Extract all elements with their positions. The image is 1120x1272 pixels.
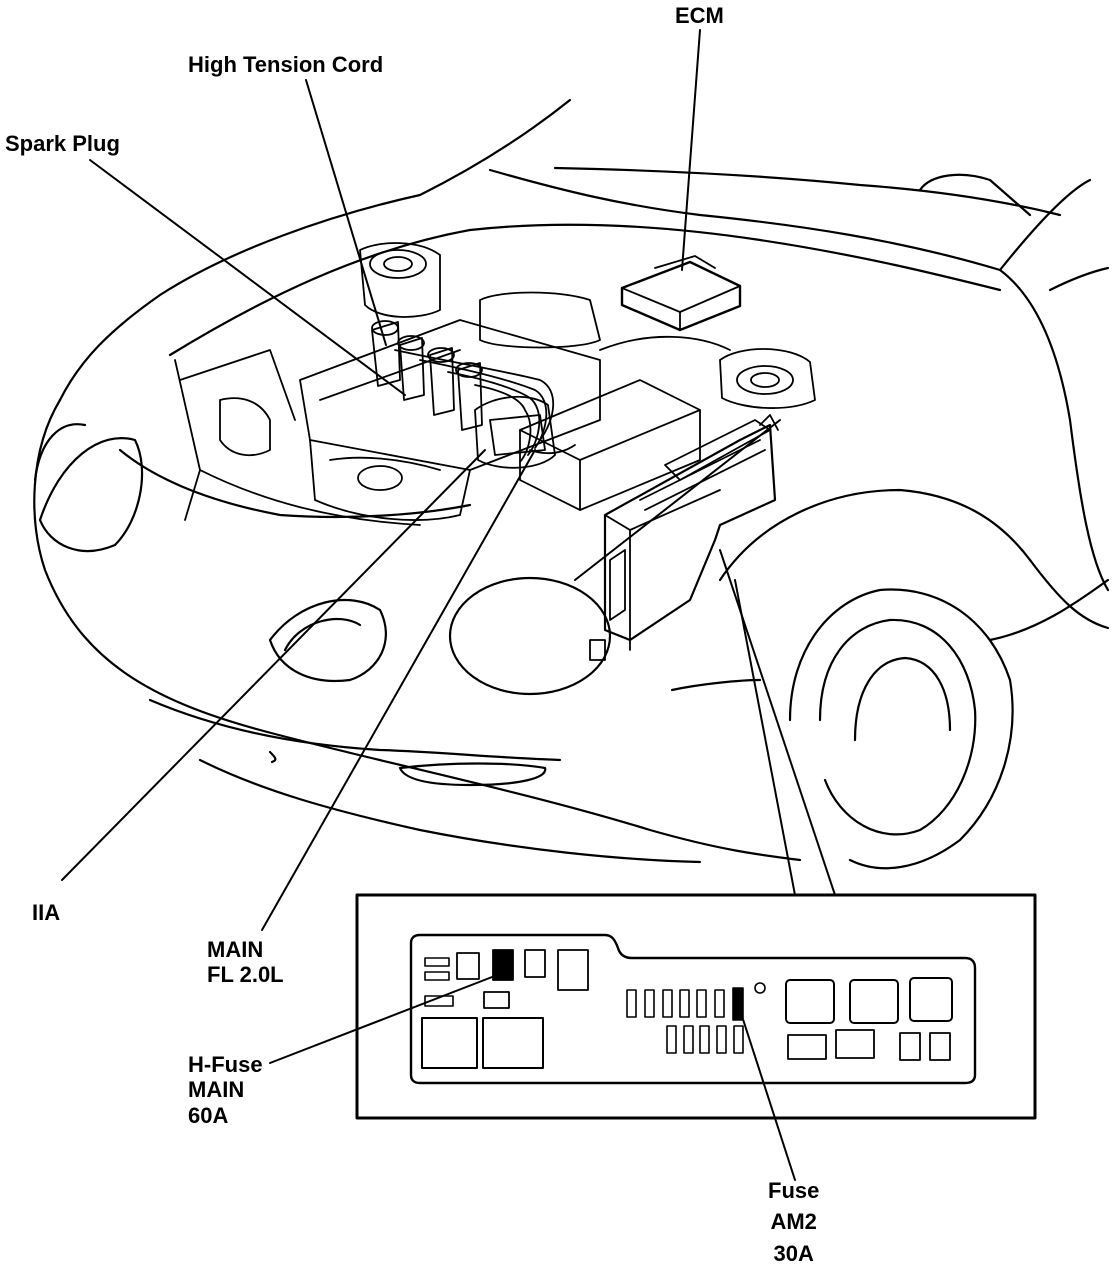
engine-bay-components xyxy=(174,242,816,661)
h-fuse-leader xyxy=(269,971,506,1064)
fuse-am2-30a-slot xyxy=(732,987,744,1021)
iia-leader xyxy=(61,449,486,881)
ecm-leader xyxy=(681,29,701,271)
main-fl-leader xyxy=(261,449,536,931)
main-fl-line2: FL 2.0L xyxy=(207,962,284,988)
fuse-am2-leader xyxy=(739,1009,796,1181)
fuse-box-pointer xyxy=(574,419,781,581)
h-fuse-line2: MAIN xyxy=(188,1077,245,1103)
main-fl-line1: MAIN xyxy=(207,937,264,962)
fuse-box-detail-callout xyxy=(355,893,1037,1120)
iia-label: IIA xyxy=(32,900,61,925)
fuse-am2-line3: 30A xyxy=(773,1240,814,1266)
callout-right-line xyxy=(719,549,836,896)
high-tension-cord-label: High Tension Cord xyxy=(188,52,384,77)
h-fuse-label: H-Fuse MAIN 60A xyxy=(188,1052,263,1128)
fuse-am2-line1: Fuse xyxy=(768,1178,820,1203)
high-tension-cord-leader xyxy=(305,79,387,346)
fuse-am2-line2: AM2 xyxy=(770,1209,817,1235)
main-fl-label: MAIN FL 2.0L xyxy=(207,937,284,988)
car-body-outline xyxy=(33,98,1110,870)
spark-plug-label: Spark Plug xyxy=(5,131,120,156)
h-fuse-line3: 60A xyxy=(188,1102,229,1128)
callout-left-line xyxy=(734,579,796,896)
fuse-am2-label: Fuse AM2 30A xyxy=(768,1178,819,1266)
leader-lines xyxy=(61,29,836,1181)
h-fuse-line1: H-Fuse xyxy=(188,1052,263,1077)
ecm-label: ECM xyxy=(675,3,724,28)
h-fuse-main-60a-slot xyxy=(492,949,514,981)
spark-plug-leader xyxy=(89,159,406,396)
